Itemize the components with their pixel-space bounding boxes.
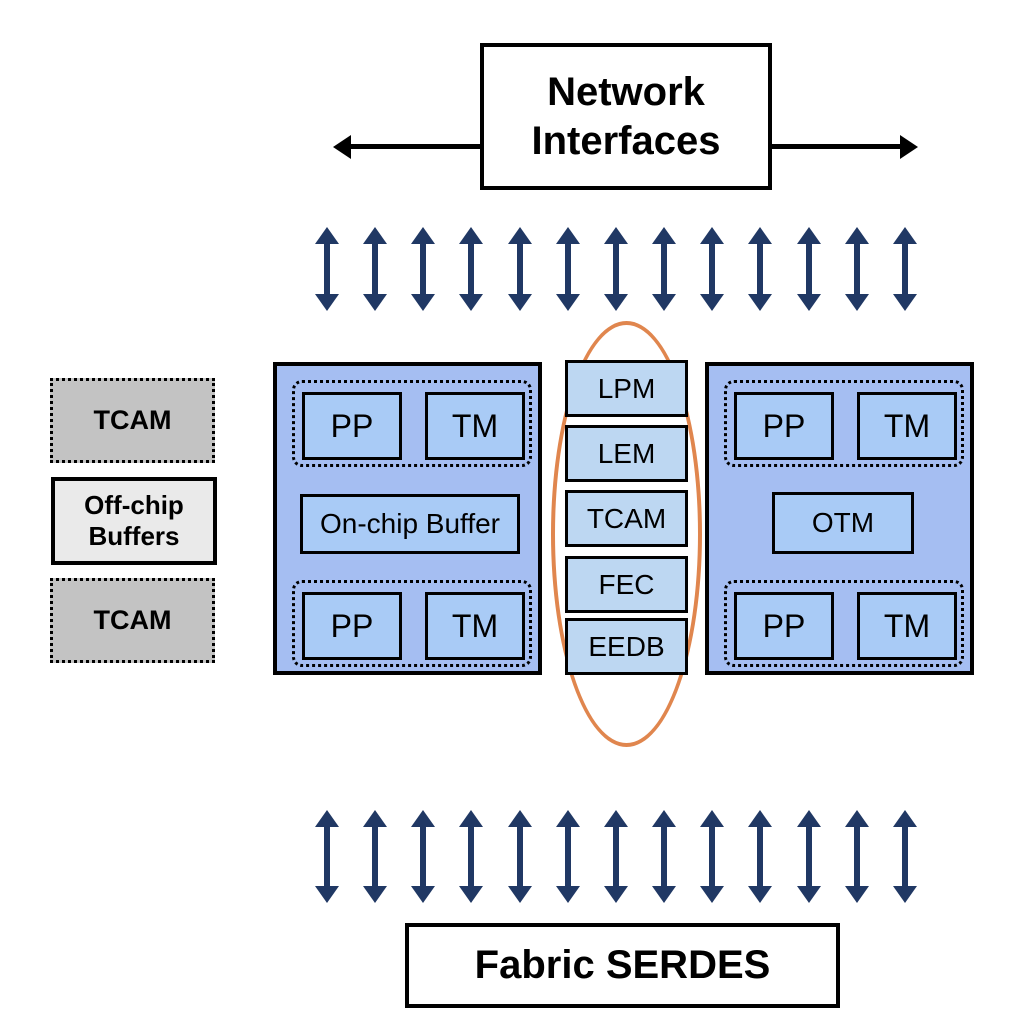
left-arrow-shaft <box>350 144 480 149</box>
left-arrow-icon <box>333 135 351 159</box>
updown-arrow-icon <box>700 227 725 311</box>
updown-arrow-icon <box>363 810 388 903</box>
fabric-serdes-box: Fabric SERDES <box>405 923 840 1008</box>
lem-box: LEM <box>565 425 688 482</box>
right-chip-bottom-core-group: PP TM <box>724 580 964 667</box>
updown-arrow-icon <box>844 810 869 903</box>
arrow-shaft <box>468 240 475 298</box>
pp-box: PP <box>734 392 834 460</box>
arrow-shaft <box>805 240 812 298</box>
network-serdes-arrows <box>315 227 917 311</box>
left-chip-top-core-group: PP TM <box>292 380 532 467</box>
left-chip-bottom-core-group: PP TM <box>292 580 532 667</box>
updown-arrow-icon <box>603 810 628 903</box>
offchip-tcam-top-box: TCAM <box>50 378 215 463</box>
updown-arrow-icon <box>796 810 821 903</box>
arrow-shaft <box>612 240 619 298</box>
arrow-shaft <box>901 823 908 890</box>
updown-arrow-icon <box>892 810 917 903</box>
arrow-shaft <box>709 823 716 890</box>
right-arrow-shaft <box>772 144 902 149</box>
arrow-shaft <box>661 240 668 298</box>
arrow-shaft <box>468 823 475 890</box>
arrow-shaft <box>757 823 764 890</box>
arrow-shaft <box>564 823 571 890</box>
pp-box: PP <box>302 592 402 660</box>
arrow-shaft <box>324 240 330 298</box>
arrow-shaft <box>516 823 523 890</box>
arrow-shaft <box>805 823 812 890</box>
updown-arrow-icon <box>315 810 339 903</box>
pp-box: PP <box>734 592 834 660</box>
offchip-tcam-bottom-box: TCAM <box>50 578 215 663</box>
fec-box: FEC <box>565 556 688 613</box>
tm-box: TM <box>425 592 525 660</box>
right-chip-top-core-group: PP TM <box>724 380 964 467</box>
updown-arrow-icon <box>844 227 869 311</box>
arrow-shaft <box>757 240 764 298</box>
otm-box: OTM <box>772 492 914 554</box>
memory-highlight-ellipse <box>551 321 702 747</box>
arrow-shaft <box>420 823 427 890</box>
right-arrow-icon <box>900 135 918 159</box>
pp-box: PP <box>302 392 402 460</box>
updown-arrow-icon <box>363 227 388 311</box>
eedb-box: EEDB <box>565 618 688 675</box>
offchip-buffers-box: Off-chip Buffers <box>51 477 217 565</box>
tcam-box: TCAM <box>565 490 688 547</box>
updown-arrow-icon <box>892 227 917 311</box>
right-chip-block: PP TM OTM PP TM <box>705 362 974 675</box>
lpm-box: LPM <box>565 360 688 417</box>
arrow-shaft <box>564 240 571 298</box>
updown-arrow-icon <box>652 810 677 903</box>
updown-arrow-icon <box>411 810 436 903</box>
updown-arrow-icon <box>700 810 725 903</box>
arrow-shaft <box>372 240 379 298</box>
tm-box: TM <box>857 392 957 460</box>
updown-arrow-icon <box>748 810 773 903</box>
network-interfaces-box: Network Interfaces <box>480 43 772 190</box>
updown-arrow-icon <box>796 227 821 311</box>
updown-arrow-icon <box>507 810 532 903</box>
updown-arrow-icon <box>507 227 532 311</box>
updown-arrow-icon <box>748 227 773 311</box>
arrow-shaft <box>709 240 716 298</box>
updown-arrow-icon <box>411 227 436 311</box>
updown-arrow-icon <box>315 227 339 311</box>
updown-arrow-icon <box>459 227 484 311</box>
arrow-shaft <box>853 240 860 298</box>
updown-arrow-icon <box>459 810 484 903</box>
tm-box: TM <box>425 392 525 460</box>
arrow-shaft <box>420 240 427 298</box>
updown-arrow-icon <box>652 227 677 311</box>
updown-arrow-icon <box>555 227 580 311</box>
updown-arrow-icon <box>603 227 628 311</box>
updown-arrow-icon <box>555 810 580 903</box>
tm-box: TM <box>857 592 957 660</box>
arrow-shaft <box>516 240 523 298</box>
arrow-shaft <box>901 240 908 298</box>
arrow-shaft <box>612 823 619 890</box>
arrow-shaft <box>324 823 330 890</box>
arrow-shaft <box>372 823 379 890</box>
fabric-serdes-arrows <box>315 810 917 903</box>
onchip-buffer-box: On-chip Buffer <box>300 494 520 554</box>
arrow-shaft <box>853 823 860 890</box>
left-chip-block: PP TM On-chip Buffer PP TM <box>273 362 542 675</box>
arrow-shaft <box>661 823 668 890</box>
